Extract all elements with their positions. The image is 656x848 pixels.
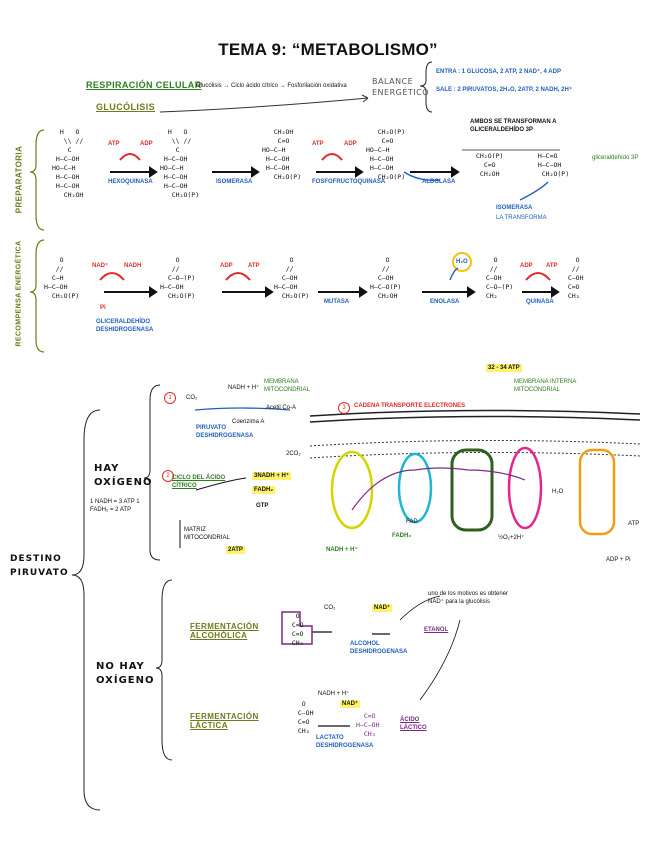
molecule-3pg: O // C—OH H—C—OH CH₂O(P): [274, 256, 310, 300]
gliceraldehido-note: gliceraldehído 3P: [592, 155, 639, 161]
step-number-1: 1: [164, 392, 176, 404]
cadena-label: CADENA TRANSPORTE ELECTRONES: [354, 403, 466, 409]
molecule-g6p: H O \\ // C H—C—OH HO—C—H H—C—OH H—C—OH …: [160, 128, 200, 199]
enzyme-mutasa: MUTASA: [324, 299, 350, 305]
etc-atp: ATP: [628, 521, 640, 527]
molecule-f16bp: CH₂O(P) C=O HO—C—H H—C—OH H—C—OH CH₂O(P): [366, 128, 406, 181]
fermentacion-co2: CO₂: [324, 605, 336, 611]
ciclo-product-2: FADH₂: [252, 486, 275, 494]
fermentacion-note: uno de los motivos es obtener NAD⁺ para …: [428, 591, 509, 605]
piruvato-deshidrogenasa-label: PIRUVATO DESHIDROGENASA: [196, 425, 254, 439]
cofactor-pi: Pi: [100, 305, 106, 311]
molecule-g3p-2: O // C—H H—C—OH CH₂O(P): [44, 256, 80, 300]
molecule-dhap: CH₂O(P) C=O CH₂OH: [476, 152, 504, 178]
glucolisis-label: GLUCÓLISIS: [96, 102, 156, 112]
fermentacion-alcoholica-label: FERMENTACIÓN ALCOHÓLICA: [190, 622, 259, 640]
molecule-g3p: H—C=O H—C—OH CH₂O(P): [537, 152, 570, 178]
molecule-f6p: CH₂OH C=O HO—C—H H—C—OH H—C—OH CH₂O(P): [262, 128, 302, 181]
enzyme-quinasa: QUINASA: [526, 299, 554, 305]
molecule-2pg: O // C—OH H—C—O(P) CH₂OH: [370, 256, 402, 300]
hay-oxigeno-label: HAY OXÍGENO: [94, 463, 153, 488]
molecule-13bpg: O // C—O—(P) H—C—OH CH₂O(P): [160, 256, 196, 300]
two-atp-label: 2ATP: [226, 546, 245, 554]
atp-total-label: 32 - 34 ATP: [486, 364, 522, 372]
cofactor-atp-1: ATP: [108, 141, 120, 147]
co2-label-2: 2CO₂: [286, 451, 301, 457]
page-title: TEMA 9: “METABOLISMO”: [218, 40, 438, 59]
nadh-h-1: NADH + H⁺: [228, 385, 260, 391]
enzyme-hexoquinasa: HEXOQUINASA: [108, 179, 153, 185]
alcohol-deshidrogenasa-label: ALCOHOL DESHIDROGENASA: [350, 641, 408, 655]
membrana-interna-label: MEMBRANA INTERNA MITOCONDRIAL: [514, 379, 577, 393]
molecule-piruvato-lac: O C—OH C=O CH₃: [297, 700, 314, 735]
acido-lactico-label: ÁCIDO LÁCTICO: [400, 717, 427, 731]
cofactor-atp-4: ATP: [546, 263, 558, 269]
etc-fadh2: FADH₂: [392, 533, 411, 539]
molecule-piruvato-alc: O C=O C=O CH₃: [291, 612, 304, 647]
destino-label: DESTINO PIRUVATO: [10, 554, 69, 578]
etc-o2: ½O₂+2H⁺: [498, 535, 525, 541]
no-hay-oxigeno-label: NO HAY OXÍGENO: [96, 661, 155, 686]
balance-label: BALANCE ENERGÉTICO: [372, 77, 430, 97]
molecule-pep: O // C—OH C—O—(P) CH₂: [485, 256, 514, 300]
balance-sale: SALE : 2 PIRUVATOS, 2H₂O, 2ATP, 2 NADH, …: [436, 87, 572, 93]
phase-recompensa: RECOMPENSA ENERGÉTICA: [15, 240, 23, 347]
enzyme-isomerasa: ISOMERASA: [216, 179, 253, 185]
hay-oxigeno-note: 1 NADH = 3 ATP 1 FADH₂ = 2 ATP: [90, 499, 140, 513]
etc-adp-pi: ADP + Pi: [606, 557, 631, 563]
etc-nadh: NADH + H⁺: [326, 547, 358, 553]
molecule-lactato: C=O H—C—OH CH₃: [356, 712, 380, 738]
cofactor-adp-2: ADP: [344, 141, 357, 147]
fermentacion-nad-1: NAD⁺: [372, 604, 393, 612]
fermentacion-nadh: NADH + H⁺: [318, 691, 350, 697]
molecule-glucosa: H O \\ // C H—C—OH HO—C—H H—C—OH H—C—OH …: [52, 128, 84, 199]
ambos-note: AMBOS SE TRANSFORMAN A GLICERALDEHÍDO 3P: [470, 119, 557, 133]
respiracion-note: Glucólisis → Ciclo ácido cítrico → Fosfo…: [196, 83, 347, 89]
co2-label-1: CO₂: [186, 395, 198, 401]
enzyme-aldolasa: ALDOLASA: [422, 179, 456, 185]
enzyme-gliceraldehido-deshidrogenasa: GLICERALDEHÍDO DESHIDROGENASA: [96, 319, 154, 333]
cofactor-atp-3: ATP: [248, 263, 260, 269]
molecule-piruvato: O // C—OH C=O CH₃: [567, 256, 584, 300]
balance-entra: ENTRA : 1 GLUCOSA, 2 ATP, 2 NAD⁺, 4 ADP: [436, 69, 561, 75]
phase-preparatoria: PREPARATORIA: [14, 145, 24, 214]
cofactor-nadh: NADH: [124, 263, 142, 269]
respiracion-label: RESPIRACIÓN CELULAR: [86, 80, 202, 90]
ciclo-label: CICLO DEL ÁCIDO CÍTRICO: [172, 475, 226, 489]
cofactor-adp-4: ADP: [520, 263, 533, 269]
step-number-2: 2: [162, 470, 174, 482]
step-number-3: 3: [338, 402, 350, 414]
coenzima-a-label: Coenzima A: [232, 419, 265, 425]
cofactor-adp-1: ADP: [140, 141, 153, 147]
fermentacion-nad-2: NAD⁺: [340, 700, 361, 708]
cofactor-atp-2: ATP: [312, 141, 324, 147]
matriz-label: MATRIZ MITOCONDRIAL: [184, 527, 230, 541]
etc-fad: FAD: [406, 519, 418, 525]
cofactor-adp-3: ADP: [220, 263, 233, 269]
fermentacion-lactica-label: FERMENTACIÓN LÁCTICA: [190, 712, 259, 730]
cofactor-nad: NAD⁺: [92, 263, 109, 269]
etc-h2o: H₂O: [552, 489, 564, 495]
isomerasa-label: ISOMERASA: [496, 205, 533, 211]
acetil-coa-label: Acetil Co-A: [266, 405, 297, 411]
membrana-mito-label: MEMBRANA MITOCONDRIAL: [264, 379, 310, 393]
enzyme-enolasa: ENOLASA: [430, 299, 460, 305]
lactato-deshidrogenasa-label: LACTATO DESHIDROGENASA: [316, 735, 374, 749]
isomerasa-note: LA TRANSFORMA: [496, 215, 547, 221]
enzyme-fosfofructoquinasa: FOSFOFRUCTOQUINASA: [312, 179, 386, 185]
ciclo-product-1: 3NADH + H⁺: [252, 472, 292, 480]
cofactor-h2o: H₂O: [456, 259, 468, 265]
etanol-label: ETANOL: [424, 627, 449, 633]
ciclo-product-3: GTP: [256, 503, 269, 509]
